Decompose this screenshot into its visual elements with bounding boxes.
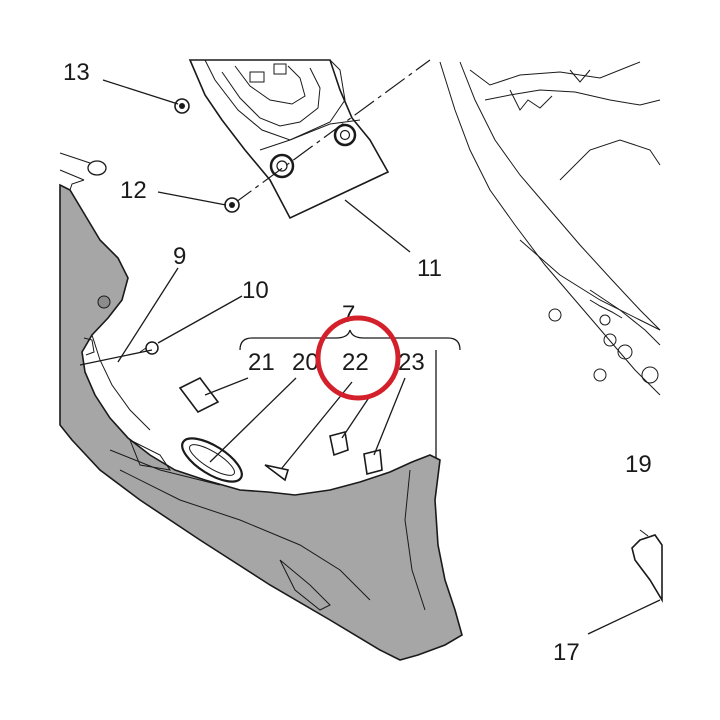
callout-17: 17 (553, 639, 580, 666)
triangle-part-22 (264, 464, 290, 482)
callout-22: 22 (342, 349, 369, 376)
callout-12: 12 (120, 177, 147, 204)
alignment-dash-line (231, 59, 431, 206)
screw-part-12 (224, 197, 240, 213)
callout-11: 11 (417, 255, 442, 282)
highlight-circle (315, 315, 401, 401)
frame-part-19 (439, 61, 661, 396)
callout-23: 23 (398, 349, 425, 376)
leader-lines (79, 79, 661, 635)
bushing-part (59, 152, 107, 191)
part-17 (631, 529, 663, 603)
callout-9: 9 (173, 243, 186, 270)
kit-parts (178, 376, 383, 483)
block-part-23a (329, 431, 349, 457)
callout-21: 21 (248, 349, 275, 376)
callout-19: 19 (625, 451, 652, 478)
callout-labels: 13 12 9 10 11 7 21 20 22 23 19 17 (63, 59, 652, 666)
callout-20: 20 (292, 349, 319, 376)
kit-brace-7 (239, 329, 461, 351)
callout-7: 7 (342, 301, 355, 328)
callout-10: 10 (242, 277, 269, 304)
callout-13: 13 (63, 59, 90, 86)
screw-part-13 (174, 98, 190, 114)
pad-part-21 (178, 376, 220, 414)
fairing-panel (59, 183, 463, 661)
block-part-23b (363, 448, 383, 476)
bracket-part-11 (188, 59, 390, 220)
